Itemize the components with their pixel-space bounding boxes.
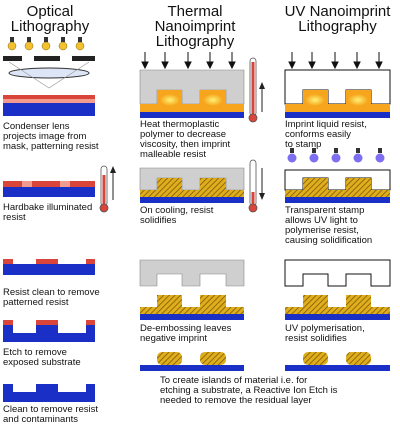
- optical-step-5-clean: [3, 384, 95, 402]
- caption-uv-step-3: UV polymerisation, resist solidifies: [285, 323, 365, 344]
- resist-layer: [3, 95, 95, 99]
- photomask: [3, 56, 95, 61]
- uv-lamp-row-icon: [287, 148, 385, 163]
- uv-stamp: [284, 69, 391, 105]
- heading-uv-nanoimprint: UV Nanoimprint Lithography: [284, 3, 391, 35]
- thermometer-icon: [99, 165, 109, 213]
- caption-thermal-step-2: On cooling, resist solidifies: [140, 205, 214, 226]
- condenser-lens-icon: [8, 67, 90, 79]
- thermal-step-4-islands: [140, 352, 244, 371]
- press-arrows-icon: [288, 52, 383, 70]
- uv-step-4-islands: [285, 352, 390, 371]
- uv-step-3-polymerised: [284, 259, 391, 320]
- light-bulb-row-icon: [7, 37, 85, 51]
- caption-uv-step-1: Imprint liquid resist, conforms easily t…: [285, 119, 367, 150]
- optical-step-1-exposure: [3, 37, 95, 116]
- thermal-step-1-imprint: [139, 52, 265, 123]
- caption-bottom-note: To create islands of material i.e. for e…: [160, 375, 338, 406]
- caption-optical-step-5: Clean to remove resist and contaminants: [3, 404, 99, 425]
- uv-step-2-exposure: [284, 148, 391, 203]
- thermal-step-3-de-emboss: [139, 259, 245, 320]
- optical-step-2-hardbake: [3, 165, 116, 213]
- caption-optical-step-1: Condenser lens projects image from mask,…: [3, 121, 99, 152]
- uv-step-1-imprint: [284, 52, 391, 118]
- caption-optical-step-2: Hardbake illuminated resist: [3, 202, 93, 223]
- substrate: [3, 103, 95, 116]
- caption-thermal-step-1: Heat thermoplastic polymer to decrease v…: [140, 119, 231, 160]
- thermometer-icon: [248, 57, 258, 123]
- press-arrows-icon: [141, 52, 236, 70]
- caption-optical-step-3: Resist clean to remove patterned resist: [3, 287, 100, 308]
- caption-uv-step-2: Transparent stamp allows UV light to pol…: [285, 205, 373, 246]
- thermal-step-2-cooling: [139, 159, 265, 213]
- thermal-stamp: [139, 69, 245, 105]
- optical-step-4-etch: [3, 320, 95, 342]
- heading-thermal-nanoimprint: Thermal Nanoimprint Lithography: [154, 3, 236, 50]
- optical-step-3-resist-clean: [3, 259, 95, 275]
- caption-thermal-step-3: De-embossing leaves negative imprint: [140, 323, 232, 344]
- thermometer-icon: [248, 159, 258, 213]
- heading-optical-lithography: Optical Lithography: [10, 3, 90, 35]
- caption-optical-step-4: Etch to remove exposed substrate: [3, 347, 81, 368]
